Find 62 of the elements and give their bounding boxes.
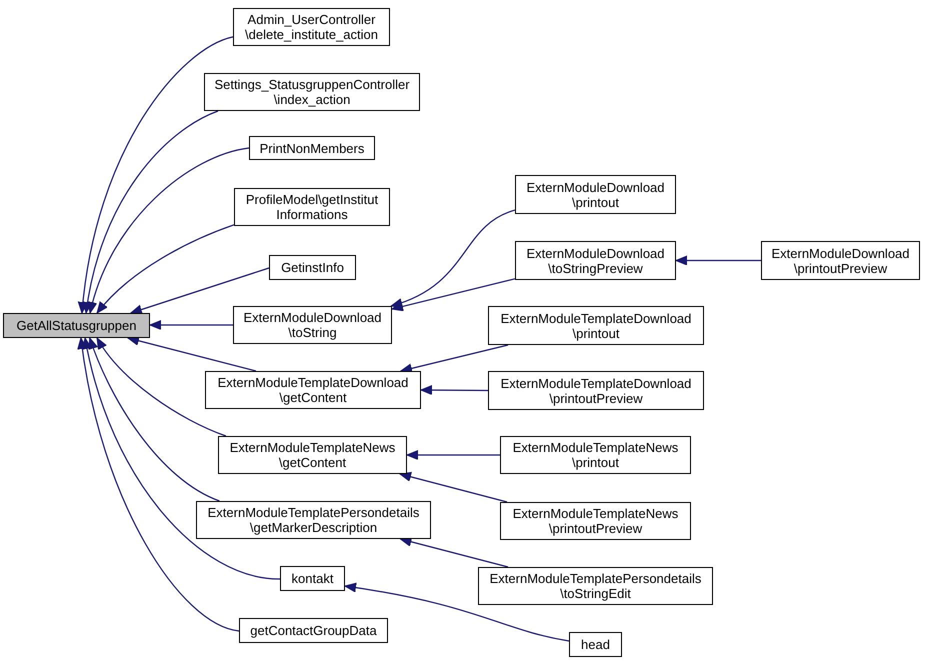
arrow <box>150 320 233 330</box>
function-name: ExternModuleDownload \printout <box>525 180 666 210</box>
arrow <box>96 338 226 437</box>
function-box <box>239 618 388 643</box>
function-name: ExternModuleDownload \printoutPreview <box>770 246 911 276</box>
function-box <box>249 136 375 160</box>
selected-function-box <box>3 313 150 338</box>
function-name: ExternModuleTemplateNews \printout <box>512 440 680 470</box>
function-box <box>204 73 420 111</box>
arrow <box>82 338 280 580</box>
arrow <box>420 385 488 396</box>
function-box <box>500 502 691 540</box>
function-box <box>488 371 704 410</box>
arrow <box>127 336 256 372</box>
function-box <box>196 501 431 539</box>
function-name: ExternModuleTemplatePersondetails \getMarkerDescription <box>206 505 420 535</box>
function-name: Admin_UserController \delete_institute_action <box>244 12 379 42</box>
function-name: GetAllStatusgruppen <box>16 318 136 333</box>
function-name: ExternModuleTemplateNews \printoutPreview <box>512 506 680 536</box>
function-box <box>515 241 676 280</box>
function-name: GetinstInfo <box>281 260 344 275</box>
function-name: ExternModuleTemplateDownload \getContent <box>216 375 410 405</box>
function-name: getContactGroupData <box>250 623 377 638</box>
arrow <box>390 210 516 308</box>
function-box <box>205 371 421 409</box>
arrow <box>400 536 508 568</box>
function-name: ExternModuleDownload \toString <box>242 310 383 340</box>
function-name: head <box>581 637 610 652</box>
function-box <box>761 241 920 280</box>
arrow <box>130 267 270 314</box>
arrow <box>96 224 234 314</box>
function-box <box>488 306 704 345</box>
function-box <box>500 436 691 474</box>
function-box <box>569 632 622 657</box>
function-name: ExternModuleTemplatePersondetails \toStringEdit <box>488 571 702 601</box>
arrow <box>392 278 516 312</box>
function-name: kontakt <box>292 571 334 586</box>
function-name: Settings_StatusgruppenController \index_action <box>213 77 411 107</box>
function-box <box>515 175 676 214</box>
function-name: ExternModuleTemplateNews \getContent <box>228 440 396 470</box>
function-box <box>233 306 392 344</box>
arrow <box>78 36 234 314</box>
function-name: ExternModuleTemplateDownload \printout <box>500 310 692 340</box>
arrow <box>344 582 570 642</box>
arrow <box>88 338 220 502</box>
arrow <box>400 344 508 374</box>
function-box <box>280 566 345 591</box>
function-box <box>478 567 713 605</box>
arrow <box>78 338 240 632</box>
arrow <box>88 147 250 314</box>
function-box <box>234 188 390 226</box>
function-name: PrintNonMembers <box>260 140 364 156</box>
function-box <box>233 8 390 46</box>
function-name: ExternModuleTemplateDownload \printoutPreview <box>500 376 692 406</box>
function-box <box>218 436 407 474</box>
arrow <box>676 256 761 266</box>
arrow <box>400 472 508 503</box>
function-name: ExternModuleDownload \toStringPreview <box>525 246 666 276</box>
arrow <box>82 110 218 314</box>
arrow <box>406 450 500 460</box>
function-box <box>269 255 356 280</box>
function-name: ProfileModel\getInstitut Informations <box>244 192 380 222</box>
